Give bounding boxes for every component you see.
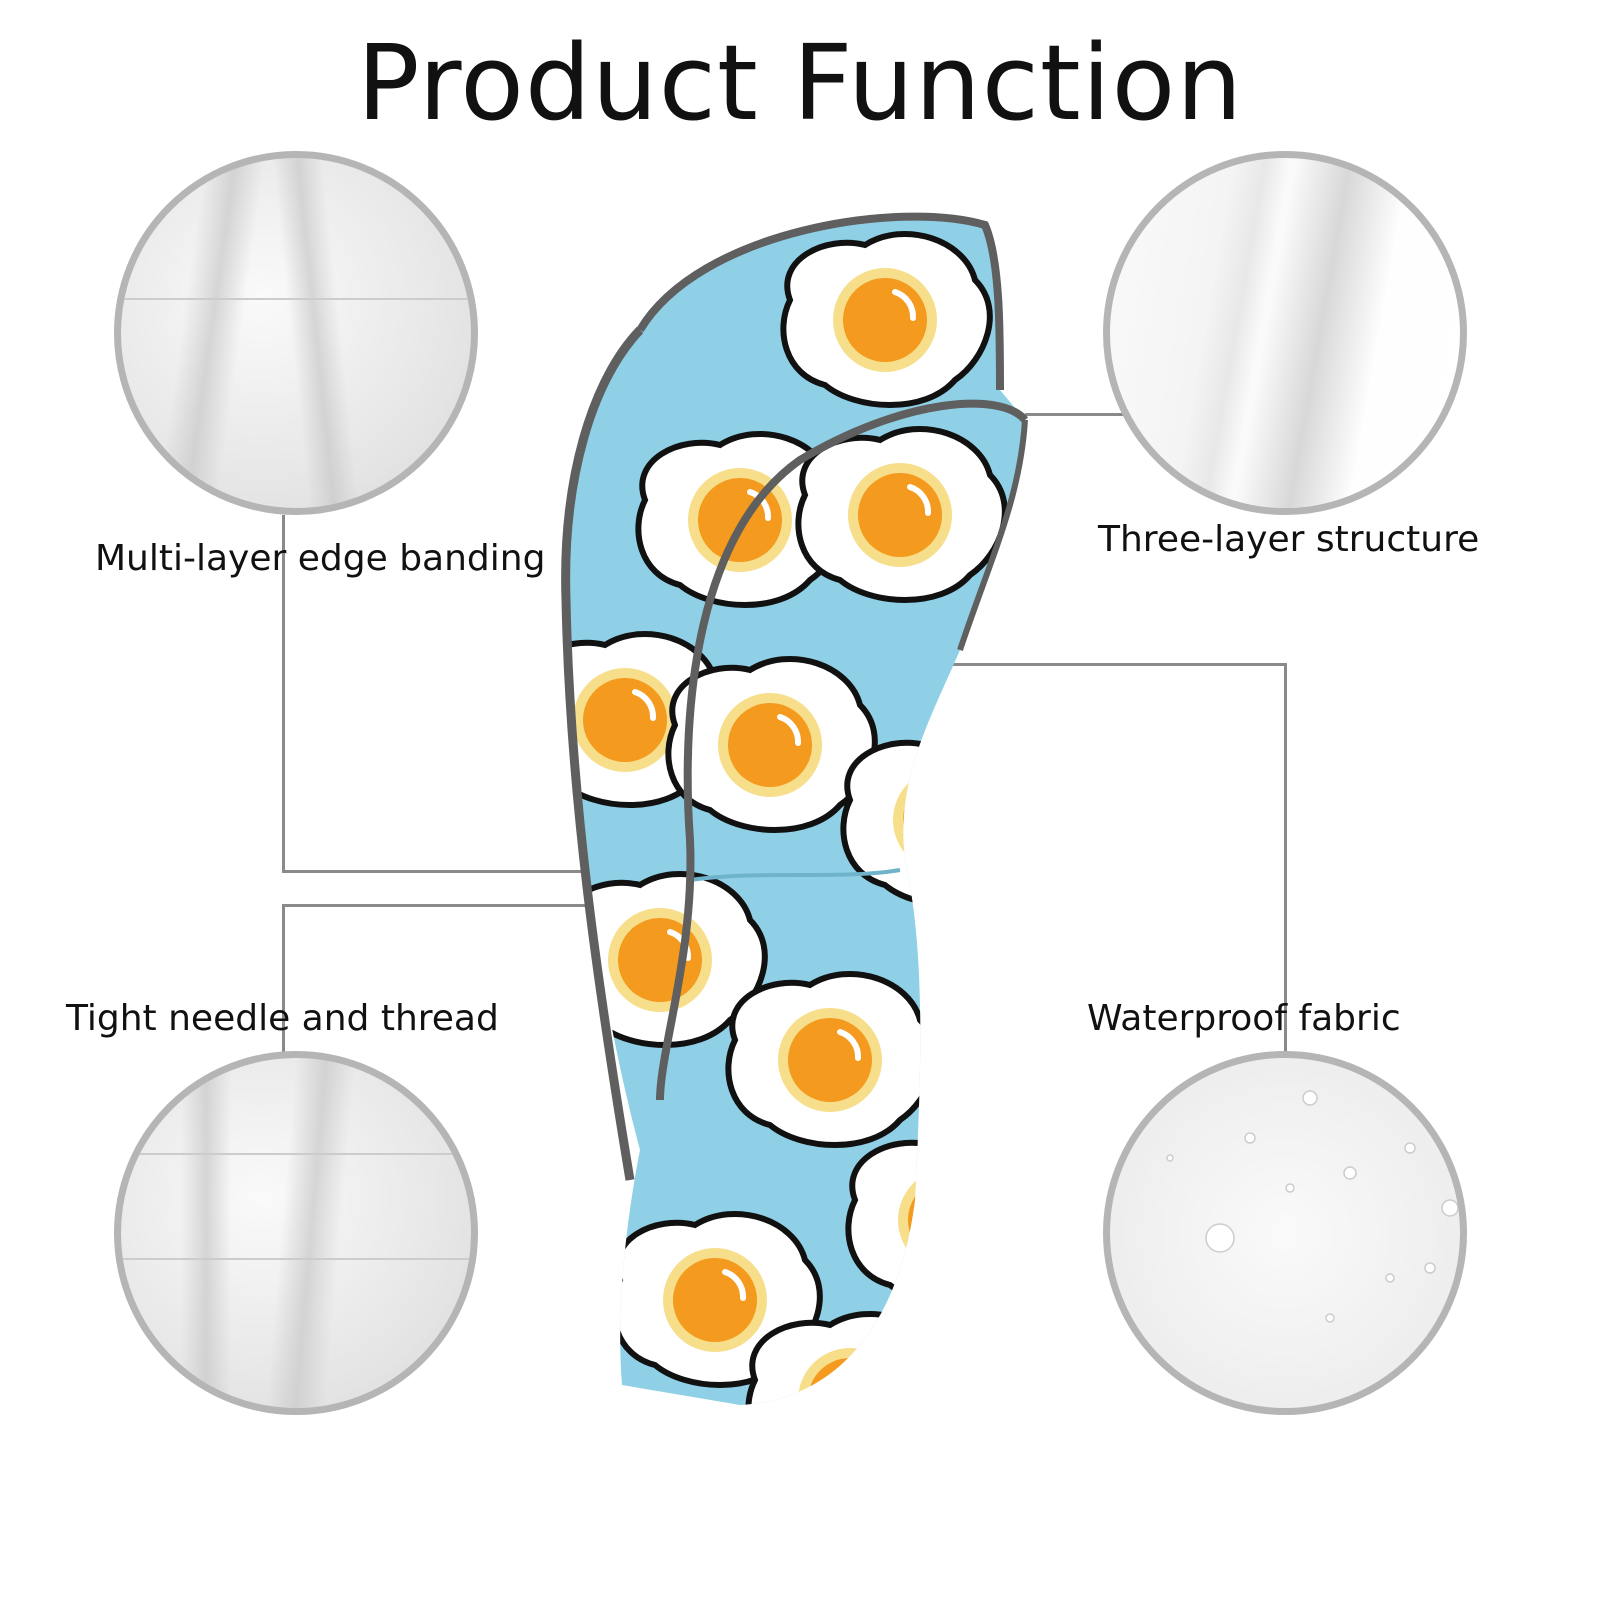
connector-line (1025, 413, 1125, 416)
three-layer-closeup-image (1103, 151, 1467, 515)
outer-trim (636, 212, 1004, 391)
stitching-closeup-image (114, 1051, 478, 1415)
feature-label-waterproof: Waterproof fabric (1087, 998, 1401, 1039)
side-trim (561, 326, 644, 1181)
connector-line (282, 904, 594, 907)
connector-line (282, 870, 592, 873)
connector-line (282, 515, 285, 872)
waterproof-closeup-image (1103, 1051, 1467, 1415)
connector-line (900, 663, 1287, 666)
edge-banding-closeup-image (114, 151, 478, 515)
flap-trim (656, 399, 1029, 1101)
feature-label-three-layer: Three-layer structure (1098, 519, 1480, 560)
water-droplets-icon (1166, 1090, 1459, 1323)
feature-label-edge-banding: Multi-layer edge banding (95, 538, 546, 579)
page-title: Product Function (356, 22, 1244, 144)
feature-label-stitching: Tight needle and thread (66, 998, 499, 1039)
connector-line (282, 904, 285, 1056)
connector-line (1284, 663, 1287, 1056)
